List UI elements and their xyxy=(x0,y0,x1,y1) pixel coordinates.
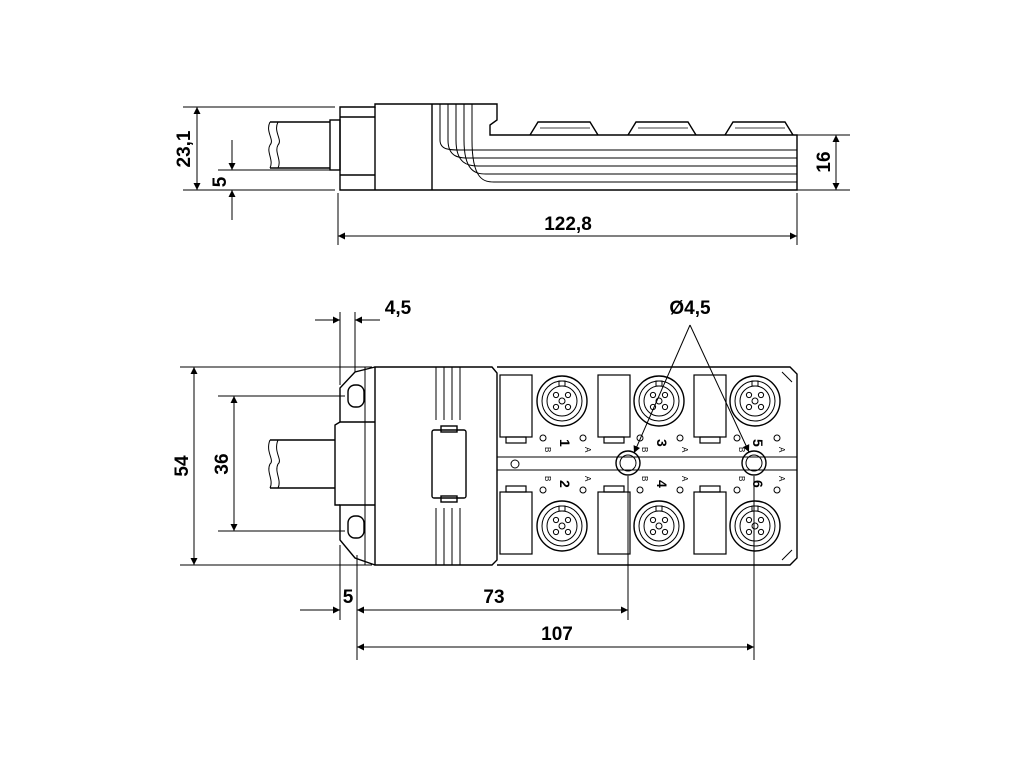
led-label-b: B xyxy=(737,476,746,481)
led-label-a: A xyxy=(777,447,786,453)
dim-flange-width-label: 4,5 xyxy=(385,298,412,319)
side-view xyxy=(268,103,798,191)
port-number-1: 1 xyxy=(557,439,573,447)
port-number-4: 4 xyxy=(654,480,670,488)
port-number-5: 5 xyxy=(750,439,766,447)
port-numbers: 1 3 5 2 4 6 xyxy=(557,439,766,488)
port-number-2: 2 xyxy=(557,480,573,488)
top-dimensions xyxy=(180,312,755,660)
dim-length-label: 122,8 xyxy=(544,214,592,235)
connector-6 xyxy=(729,500,781,552)
dim-body-height-label: 16 xyxy=(814,151,835,172)
led-label-a: A xyxy=(583,447,592,453)
led-label-b: B xyxy=(737,447,746,452)
dim-height-label: 23,1 xyxy=(174,130,195,167)
dim-cable-offset-label: 5 xyxy=(210,176,231,187)
port-number-3: 3 xyxy=(654,439,670,447)
connectors xyxy=(536,375,781,552)
main-body xyxy=(497,366,798,566)
dim-hole-spacing-label: 36 xyxy=(212,453,233,474)
cable-top xyxy=(268,439,335,489)
left-flange xyxy=(334,366,376,566)
dim-hole-offset-label: 5 xyxy=(343,587,354,608)
mounting-holes xyxy=(615,450,767,476)
cover xyxy=(374,366,498,566)
cable xyxy=(268,119,341,171)
led-label-b: B xyxy=(640,476,649,481)
dim-hole-distance-1-label: 73 xyxy=(483,587,504,608)
led-label-b: B xyxy=(543,476,552,481)
port-number-6: 6 xyxy=(750,480,766,488)
dim-hole-diameter-label: Ø4,5 xyxy=(669,298,711,319)
label-plates xyxy=(499,374,727,555)
led-label-a: A xyxy=(777,476,786,482)
dim-width-label: 54 xyxy=(172,455,193,477)
connector-5 xyxy=(729,375,781,427)
led-label-a: A xyxy=(680,476,689,482)
mounting-hole-1 xyxy=(615,450,641,476)
led-indicators xyxy=(539,434,781,494)
mounting-hole-2 xyxy=(741,450,767,476)
connector-3 xyxy=(633,375,685,427)
led-labels: B A B A B A B A B A B A xyxy=(543,447,786,482)
connector-4 xyxy=(633,500,685,552)
led-label-b: B xyxy=(640,447,649,452)
led-label-b: B xyxy=(543,447,552,452)
connector-2 xyxy=(536,500,588,552)
side-housing xyxy=(339,103,798,191)
top-view xyxy=(268,366,798,566)
dim-hole-distance-2-label: 107 xyxy=(541,624,573,645)
connector-1 xyxy=(536,375,588,427)
led-label-a: A xyxy=(583,476,592,482)
side-dimensions xyxy=(183,106,850,245)
led-label-a: A xyxy=(680,447,689,453)
